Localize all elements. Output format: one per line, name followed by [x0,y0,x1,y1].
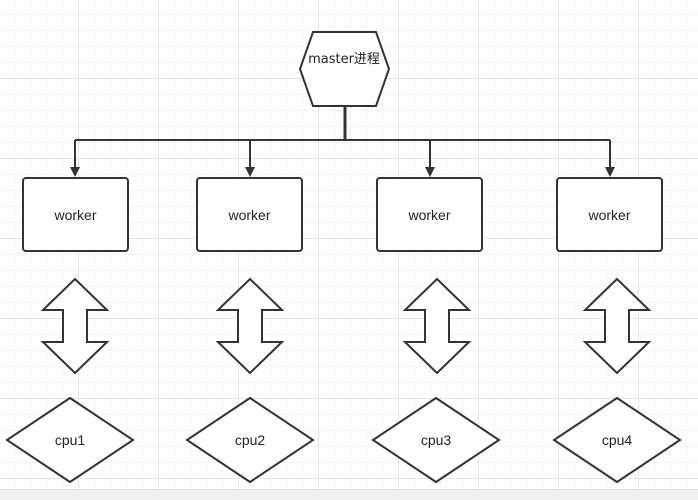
worker-box[interactable] [556,177,663,252]
double-arrow-2[interactable] [215,277,285,375]
double-arrow-1[interactable] [40,277,110,375]
cpu-2[interactable]: cpu2 [185,396,315,484]
master-node[interactable] [298,31,391,107]
cpu-diamond[interactable] [5,396,135,484]
cpu-diamond[interactable] [552,396,682,484]
worker-label: worker [227,207,270,223]
worker-box[interactable] [376,177,483,252]
cpu-1[interactable]: cpu1 [5,396,135,484]
cpu-label: cpu2 [235,432,266,448]
cpu-label: cpu4 [602,432,633,448]
worker-label: worker [587,207,630,223]
worker-4[interactable]: worker [556,177,663,252]
double-arrow-3[interactable] [402,277,472,375]
worker-box[interactable] [22,177,129,252]
worker-2[interactable]: worker [196,177,303,252]
cpu-diamond[interactable] [371,396,501,484]
cpu-label: cpu3 [421,432,452,448]
cpu-3[interactable]: cpu3 [371,396,501,484]
canvas-bottom-strip [0,489,698,500]
connectors [70,106,615,177]
cpu-4[interactable]: cpu4 [552,396,682,484]
master-label: master进程 [308,52,380,67]
double-arrow-4[interactable] [582,277,652,375]
worker-box[interactable] [196,177,303,252]
worker-label: worker [407,207,450,223]
worker-1[interactable]: worker [22,177,129,252]
worker-3[interactable]: worker [376,177,483,252]
cpu-label: cpu1 [55,432,86,448]
worker-label: worker [53,207,96,223]
cpu-diamond[interactable] [185,396,315,484]
